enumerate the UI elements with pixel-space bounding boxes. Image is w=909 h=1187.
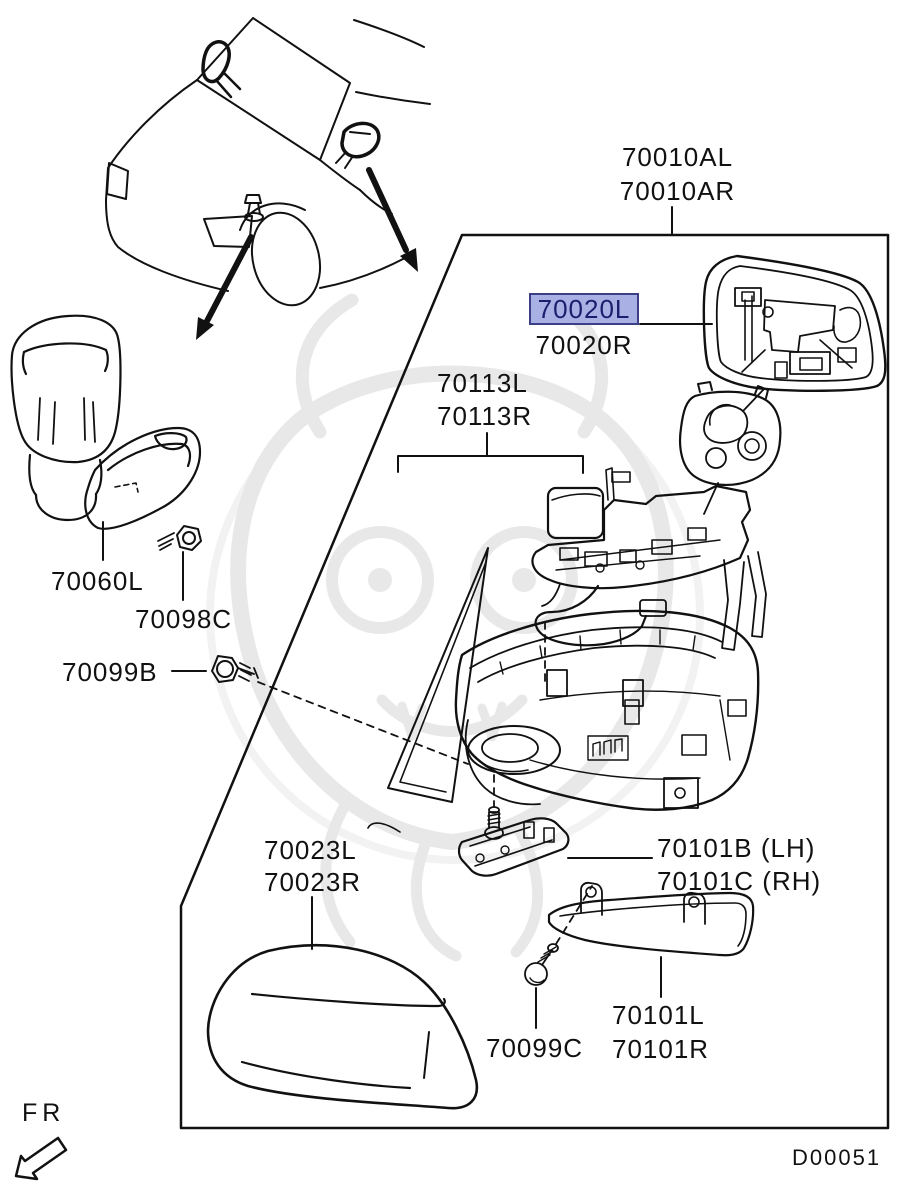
part-label-70060l[interactable]: 70060L: [51, 566, 144, 596]
bolt-70098c-drawing: [157, 525, 202, 551]
locator-arrow-right: [366, 167, 418, 272]
part-label-70010al[interactable]: 70010AL: [621, 142, 734, 172]
mirror-cover-drawing: [206, 944, 479, 1110]
mirror-glass-drawing: [702, 254, 887, 411]
fender-mirror-part-drawing: [10, 314, 202, 530]
screw-70099c-drawing: [524, 943, 559, 986]
part-label-70101r[interactable]: 70101R: [612, 1034, 710, 1064]
assembly-dashed-lines: [257, 621, 593, 945]
mirror-actuator-drawing: [678, 381, 782, 515]
fr-direction-label: FR: [22, 1099, 66, 1127]
part-label-70099c[interactable]: 70099C: [486, 1033, 584, 1063]
car-fender-mirror-highlight: [201, 40, 264, 222]
part-label-70020r[interactable]: 70020R: [535, 330, 633, 360]
leader-lines: [102, 206, 713, 1029]
part-label-70023r[interactable]: 70023R: [264, 867, 362, 897]
sail-panel-drawing: [367, 547, 489, 833]
mirror-frame-drawing: [531, 467, 767, 651]
part-label-70010ar[interactable]: 70010AR: [619, 176, 736, 206]
fr-direction-arrow: [14, 1136, 68, 1181]
part-label-70101l[interactable]: 70101L: [612, 1000, 705, 1030]
car-locator-sketch: [105, 17, 431, 307]
part-label-70023l[interactable]: 70023L: [264, 835, 357, 865]
mirror-housing-drawing: [454, 609, 760, 811]
base-plate-drawing: [457, 817, 570, 877]
part-label-70020l-selected[interactable]: 70020L: [529, 293, 639, 325]
part-label-70101b-lh[interactable]: 70101B (LH): [657, 833, 816, 863]
part-label-70113l[interactable]: 70113L: [437, 368, 528, 398]
diagram-frame-border: [179, 233, 890, 1130]
part-label-70101c-rh[interactable]: 70101C (RH): [657, 866, 822, 896]
bolt-70099b-drawing: [211, 655, 259, 683]
diagram-code-label: D00051: [792, 1145, 882, 1170]
part-label-70099b[interactable]: 70099B: [62, 657, 158, 687]
locator-arrow-left: [196, 234, 254, 340]
car-door-mirror-highlight: [335, 121, 381, 169]
part-label-70113r[interactable]: 70113R: [437, 401, 533, 431]
part-label-70098c[interactable]: 70098C: [135, 604, 233, 634]
